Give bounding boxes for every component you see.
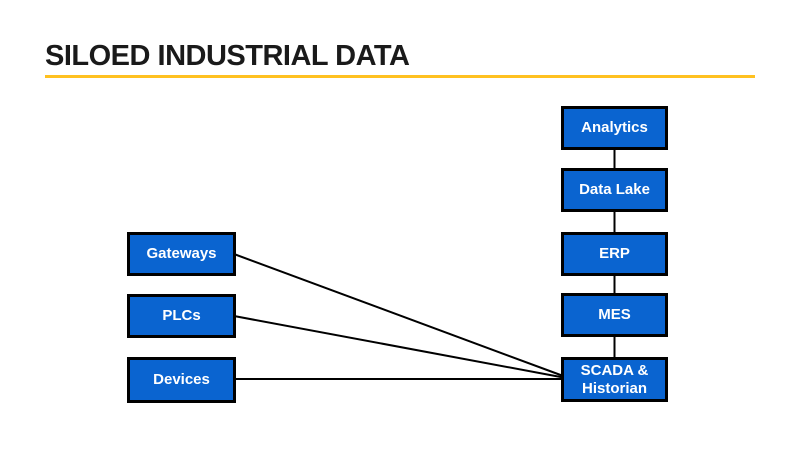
node-mes-label: MES bbox=[598, 306, 631, 323]
edge-gateways-to-scada bbox=[233, 253, 567, 378]
title-underline bbox=[45, 75, 755, 78]
node-erp-label: ERP bbox=[599, 245, 630, 262]
node-devices: Devices bbox=[127, 357, 236, 403]
node-devices-label: Devices bbox=[153, 371, 210, 388]
node-data-lake: Data Lake bbox=[561, 168, 668, 212]
edge-plcs-to-scada bbox=[233, 315, 567, 379]
node-gateways: Gateways bbox=[127, 232, 236, 276]
node-scada-historian: SCADA & Historian bbox=[561, 357, 668, 402]
page-title: SILOED INDUSTRIAL DATA bbox=[45, 40, 410, 72]
node-scada-historian-label: SCADA & Historian bbox=[580, 361, 649, 397]
node-analytics-label: Analytics bbox=[581, 119, 648, 136]
node-data-lake-label: Data Lake bbox=[579, 181, 650, 198]
node-mes: MES bbox=[561, 293, 668, 337]
node-erp: ERP bbox=[561, 232, 668, 276]
node-plcs-label: PLCs bbox=[162, 307, 201, 324]
node-analytics: Analytics bbox=[561, 106, 668, 150]
node-plcs: PLCs bbox=[127, 294, 236, 338]
node-gateways-label: Gateways bbox=[146, 245, 217, 262]
